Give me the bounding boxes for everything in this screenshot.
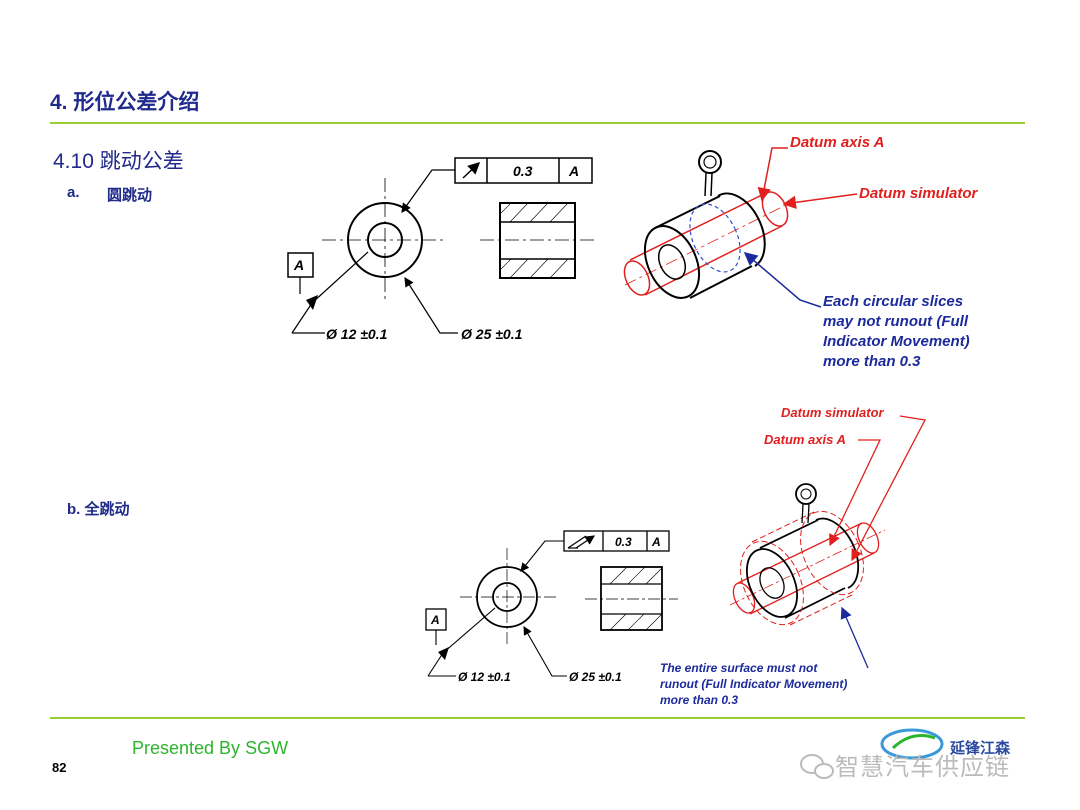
note-a-line-2: may not runout (Full [823,313,969,330]
page-number: 82 [52,760,67,775]
note-b-line-2: runout (Full Indicator Movement) [660,677,847,691]
callout-datum-simulator-b: Datum simulator [781,405,885,420]
part-cylinder-b [740,510,864,626]
part-end-view-a [322,178,445,300]
feature-control-frame-b: 0.3 A [563,530,670,552]
datum-feature-a: A [287,251,369,334]
dim-outer-a: Ø 25 ±0.1 [461,326,523,342]
callout-datum-simulator-a: Datum simulator [859,185,979,202]
total-runout-symbol-icon [567,535,595,549]
datum-b-label: A [430,613,440,627]
footer-divider [50,717,1025,719]
frame-b-value: 0.3 [615,535,632,549]
part-end-view-b [460,548,558,645]
title-divider [50,122,1025,124]
note-a-line-1: Each circular slices [823,293,963,310]
presenter-credit: Presented By SGW [132,738,289,758]
note-a-line-3: Indicator Movement) [823,333,970,350]
part-side-view-a [480,202,597,279]
note-a-line-4: more than 0.3 [823,353,921,370]
callout-datum-axis-a: Datum axis A [790,134,884,151]
runout-symbol-icon [462,161,481,179]
dim-inner-b: Ø 12 ±0.1 [458,670,511,684]
part-side-view-b [585,566,678,631]
dim-outer-b: Ø 25 ±0.1 [569,670,622,684]
note-circular-runout: Each circular slices may not runout (Ful… [823,293,970,370]
circular-runout-illustration: Datum axis A Datum simulator Each circul… [623,134,979,370]
watermark-text: 智慧汽车供应链 [835,754,1010,781]
total-runout-drawing: 0.3 A A Ø 12 ±0.1 Ø 25 ±0.1 [425,530,678,684]
subsection-b-label: b. 全跳动 [67,501,130,518]
company-logo-icon [880,728,944,760]
slide-title: 4. 形位公差介绍 [50,91,200,114]
feature-control-frame-a: 0.3 A [454,157,593,184]
datum-simulator-cylinder-b [729,522,886,615]
callout-datum-axis-b: Datum axis A [764,432,846,447]
note-b-line-1: The entire surface must not [660,661,818,675]
frame-a-datum: A [568,163,579,179]
subsection-a-label: 圆跳动 [107,187,153,204]
datum-a-label: A [293,257,304,273]
dial-indicator-icon [698,150,722,197]
circular-runout-drawing: 0.3 A A Ø 12 ±0.1 Ø 25 ±0.1 [287,157,597,342]
part-cylinder-a [643,192,766,299]
note-total-runout: The entire surface must not runout (Full… [660,661,847,707]
datum-feature-b: A [425,607,496,677]
company-logo-text: 延锋江森 [950,740,1011,757]
section-heading: 4.10 跳动公差 [53,150,184,173]
note-b-line-3: more than 0.3 [660,693,738,707]
total-runout-illustration: Datum simulator Datum axis A The entire … [660,405,926,707]
frame-a-value: 0.3 [513,163,533,179]
wechat-icon [800,754,834,779]
dim-inner-a: Ø 12 ±0.1 [326,326,388,342]
dial-indicator-b-icon [795,483,817,524]
subsection-a-marker: a. [67,184,80,201]
frame-b-datum: A [651,535,661,549]
datum-simulator-cylinder-a [623,191,791,296]
